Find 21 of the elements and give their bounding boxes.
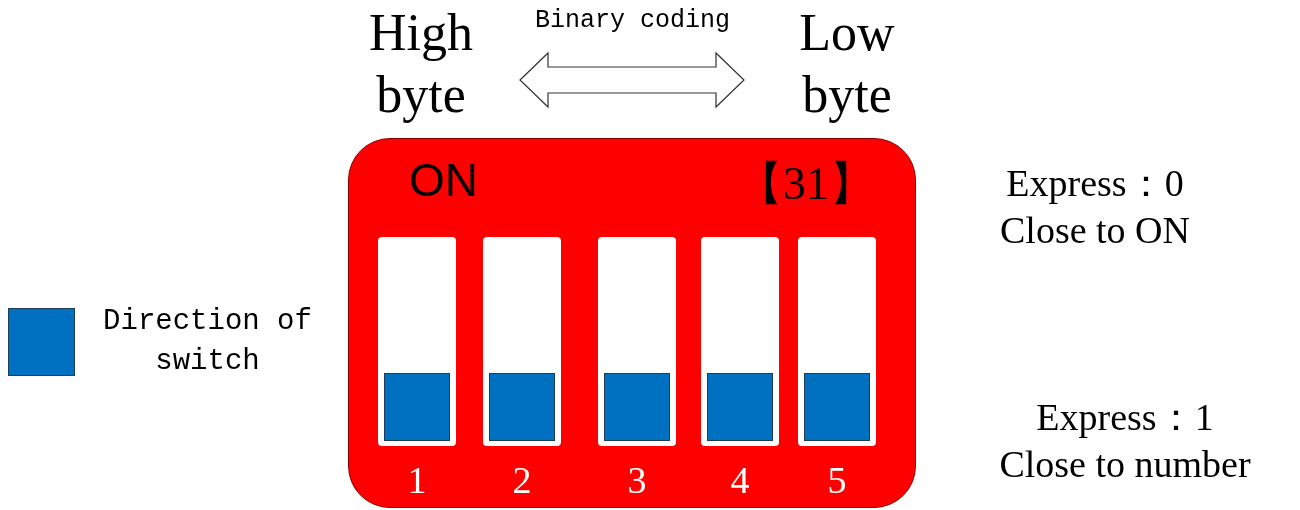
switch-number: 3 <box>626 458 648 502</box>
state-note: Close to number <box>998 442 1252 486</box>
switch-number: 2 <box>511 458 533 502</box>
switch-body <box>348 138 916 508</box>
switch-number: 5 <box>826 458 848 502</box>
on-label: ON <box>409 153 478 207</box>
state-note: Close to ON <box>999 208 1191 252</box>
state-note: Express：0 <box>1005 161 1185 206</box>
switch-slot <box>798 237 876 446</box>
switch-number: 4 <box>729 458 751 502</box>
switch-slot <box>483 237 561 446</box>
switch-slot <box>598 237 676 446</box>
high-byte-label: High byte <box>368 3 474 125</box>
binary-coding-label: Binary coding <box>533 6 731 35</box>
switch-slot <box>378 237 456 446</box>
legend-label: Direction of switch <box>102 304 313 380</box>
switch-number: 1 <box>406 458 428 502</box>
low-byte-label: Low byte <box>798 3 896 125</box>
switch-slot <box>701 237 779 446</box>
value-label: 【31】 <box>737 157 875 211</box>
state-note: Express：1 <box>1035 395 1215 440</box>
